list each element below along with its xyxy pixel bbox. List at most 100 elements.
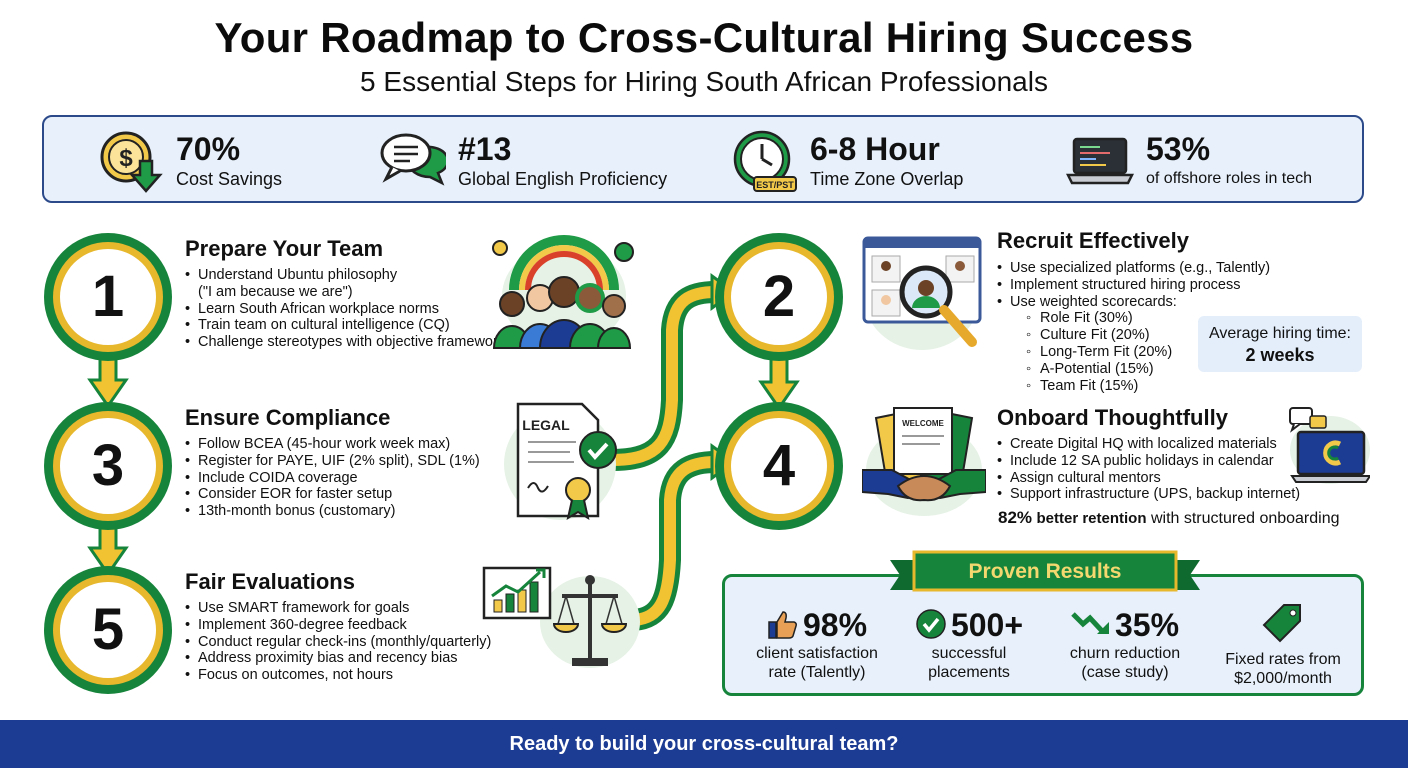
avg-hiring-value: 2 weeks: [1245, 345, 1315, 365]
list-item: Understand Ubuntu philosophy: [185, 267, 512, 284]
legal-label: LEGAL: [522, 417, 570, 433]
list-item: Learn South African workplace norms: [185, 301, 512, 318]
recruit-search-icon: [862, 236, 982, 350]
step-4-title: Onboard Thoughtfully: [997, 405, 1228, 430]
step-5-bullets: Use SMART framework for goals Implement …: [185, 600, 491, 684]
retention-stat: 82% better retention with structured onb…: [998, 508, 1340, 528]
stat-label: Global English Proficiency: [458, 169, 668, 189]
step-1-title: Prepare Your Team: [185, 236, 384, 261]
proven-results-banner: Proven Results: [890, 550, 1200, 592]
arrow-2-to-4: [758, 356, 800, 411]
retention-value: 82%: [998, 508, 1033, 527]
result-satisfaction: 98% client satisfaction rate (Talently): [747, 607, 887, 682]
stat-value: #13: [458, 131, 512, 167]
list-item: Address proximity bias and recency bias: [185, 650, 491, 667]
step-5-circle: 5: [44, 566, 172, 694]
list-item: Include 12 SA public holidays in calenda…: [997, 453, 1300, 470]
growth-chart-scale-icon: [482, 566, 640, 668]
list-item: ("I am because we are"): [198, 283, 353, 300]
result-label-1: client satisfaction: [756, 645, 878, 662]
list-item: Conduct regular check-ins (monthly/quart…: [185, 634, 491, 651]
scorecard-item: Long-Term Fit (20%): [1026, 344, 1270, 361]
arrow-3-to-5: [87, 526, 129, 577]
result-value: 35%: [1053, 607, 1197, 644]
clock-icon: EST/PST: [733, 130, 797, 192]
list-item: Implement structured hiring process: [997, 277, 1270, 294]
retention-bold: better retention: [1036, 510, 1147, 527]
list-item: Register for PAYE, UIF (2% split), SDL (…: [185, 453, 480, 470]
handshake-welcome-icon: WELCOME: [862, 407, 986, 516]
cta-text[interactable]: Ready to build your cross-cultural team?: [509, 733, 899, 755]
scorecard-item: Team Fit (15%): [1026, 378, 1270, 395]
list-item: Create Digital HQ with localized materia…: [997, 436, 1300, 453]
list-item: Consider EOR for faster setup: [185, 486, 480, 503]
result-label-2: rate (Talently): [768, 664, 866, 681]
stat-label: Time Zone Overlap: [810, 169, 964, 189]
stat-value: 53%: [1146, 131, 1211, 167]
svg-text:$: $: [119, 145, 133, 172]
speech-bubbles-icon: [380, 133, 446, 186]
result-label-2: $2,000/month: [1234, 670, 1332, 687]
list-item: Use SMART framework for goals: [185, 600, 491, 617]
list-item: Focus on outcomes, not hours: [185, 667, 491, 684]
step-number: 2: [731, 249, 827, 345]
trend-down-icon: [1071, 612, 1109, 634]
step-1-circle: 1: [44, 233, 172, 361]
page-title: Your Roadmap to Cross-Cultural Hiring Su…: [214, 14, 1194, 61]
step-4-bullets: Create Digital HQ with localized materia…: [997, 436, 1300, 503]
result-number: 35%: [1114, 607, 1180, 643]
laptop-code-icon: [1066, 137, 1134, 185]
scorecard-list: Role Fit (30%) Culture Fit (20%) Long-Te…: [1010, 310, 1270, 394]
step-3-circle: 3: [44, 402, 172, 530]
price-tag-icon: [1262, 604, 1301, 643]
result-label-2: placements: [928, 664, 1010, 681]
laptop-logo-icon: [1289, 407, 1370, 484]
stat-value: 6-8 Hour: [810, 131, 940, 167]
dollar-down-icon: $: [100, 131, 163, 193]
step-3-title: Ensure Compliance: [185, 405, 391, 430]
list-item: Challenge stereotypes with objective fra…: [185, 334, 512, 351]
list-item: Follow BCEA (45-hour work week max): [185, 436, 480, 453]
result-label-2: (case study): [1081, 664, 1169, 681]
result-placements: 500+ successful placements: [901, 607, 1037, 682]
result-churn: 35% churn reduction (case study): [1053, 607, 1197, 682]
result-value: 500+: [901, 607, 1037, 644]
step-number: 4: [731, 418, 827, 514]
list-item: Support infrastructure (UPS, backup inte…: [997, 486, 1300, 503]
scorecard-item: Role Fit (30%): [1026, 310, 1270, 327]
step-4-circle: 4: [715, 402, 843, 530]
result-number: 500+: [950, 607, 1024, 643]
list-item: Train team on cultural intelligence (CQ): [185, 317, 512, 334]
list-item: Implement 360-degree feedback: [185, 617, 491, 634]
footer-cta: Ready to build your cross-cultural team?: [0, 720, 1408, 768]
step-2-bullets: Use specialized platforms (e.g., Talentl…: [997, 260, 1270, 394]
result-label-1: churn reduction: [1069, 645, 1181, 662]
step-2-title: Recruit Effectively: [997, 228, 1189, 253]
thumbs-up-icon: [768, 611, 797, 639]
stat-value: 70%: [176, 131, 241, 167]
step-1-bullets: Understand Ubuntu philosophy ("I am beca…: [185, 267, 512, 351]
result-label-1: Fixed rates from: [1225, 651, 1341, 668]
step-number: 5: [60, 582, 156, 678]
result-label-1: successful: [931, 645, 1007, 662]
result-number: 98%: [802, 607, 868, 643]
arrow-1-to-3: [87, 356, 129, 409]
list-item: Use specialized platforms (e.g., Talentl…: [997, 260, 1270, 277]
step-3-bullets: Follow BCEA (45-hour work week max) Regi…: [185, 436, 480, 520]
stat-label: Cost Savings: [176, 169, 283, 189]
team-people-icon: [492, 235, 634, 349]
step-number: 3: [60, 418, 156, 514]
page-subtitle: 5 Essential Steps for Hiring South Afric…: [360, 66, 1048, 97]
banner-text: Proven Results: [969, 560, 1122, 583]
stat-label: of offshore roles in tech: [1146, 170, 1313, 187]
avg-hiring-time-box: Average hiring time: 2 weeks: [1198, 316, 1362, 372]
check-circle-icon: [916, 609, 946, 639]
legal-document-icon: LEGAL: [504, 402, 617, 521]
proven-results-panel: 98% client satisfaction rate (Talently) …: [722, 574, 1364, 696]
list-item: Include COIDA coverage: [185, 470, 480, 487]
list-item: Assign cultural mentors: [997, 470, 1300, 487]
step-5-title: Fair Evaluations: [185, 569, 355, 594]
stats-bar: $ 70% Cost Savings #13 Global English Pr…: [42, 115, 1364, 203]
list-item: Use weighted scorecards:: [997, 294, 1270, 311]
